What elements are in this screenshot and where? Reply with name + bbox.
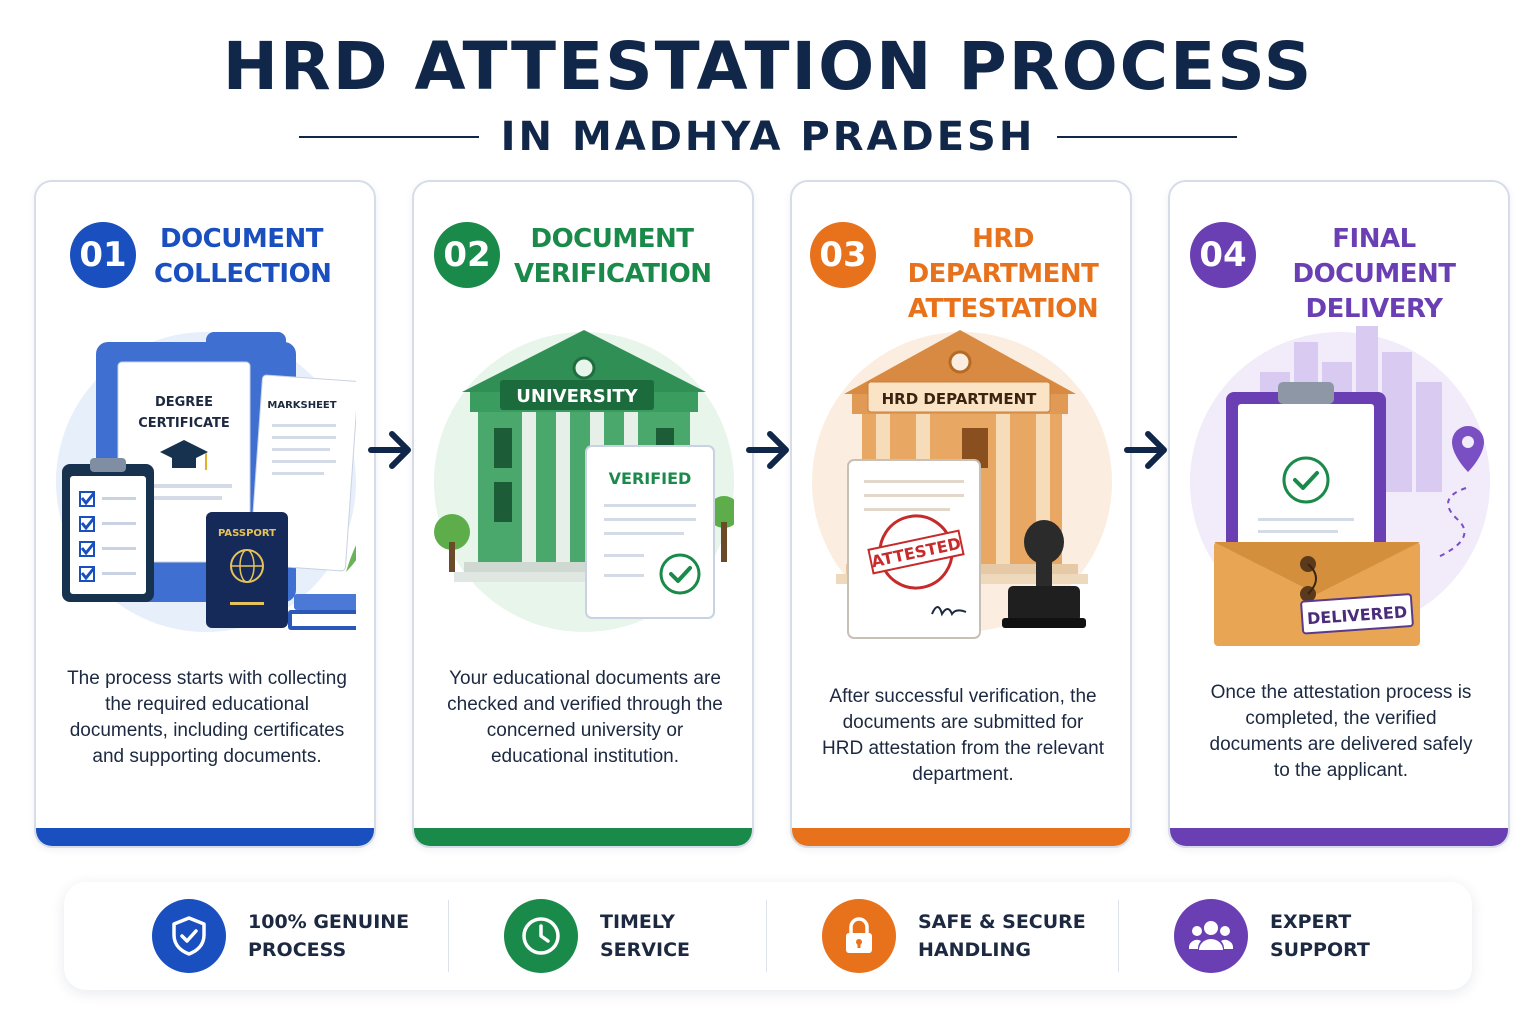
clipboard-checklist	[62, 458, 154, 602]
step-number-badge: 03	[810, 222, 876, 288]
rubber-stamp-icon	[1002, 520, 1086, 628]
attested-stamp: ATTESTED	[867, 514, 965, 590]
step-description: After successful verification, the docum…	[822, 686, 1104, 785]
feature-timely-service: TIMELY SERVICE	[504, 898, 690, 974]
feature-divider	[1118, 900, 1119, 972]
graduation-cap-icon	[160, 440, 208, 470]
step-number-badge: 04	[1190, 222, 1256, 288]
feature-label: 100% GENUINE PROCESS	[248, 911, 410, 961]
envelope-icon: DELIVERED	[1214, 542, 1420, 646]
hrd-department-illustration: HRD DEPARTMENT ATTESTED	[812, 330, 1112, 639]
step-title: FINAL DOCUMENT DELIVERY	[1264, 222, 1484, 327]
step-title: DOCUMENT VERIFICATION	[514, 222, 712, 292]
check-circle-icon	[659, 553, 701, 595]
card-accent-bar	[1170, 828, 1508, 846]
feature-divider	[448, 900, 449, 972]
step-title: DOCUMENT COLLECTION	[154, 222, 332, 292]
arrow-right-icon	[746, 431, 789, 469]
step-card-hrd-attestation: 03 HRD DEPARTMENT ATTESTATION HRD DEPART…	[790, 180, 1132, 848]
signature-mark	[931, 606, 967, 617]
arrow-right-icon	[1124, 431, 1167, 469]
step-card-document-collection: 01 DOCUMENT COLLECTION DEGREE CERTIFICAT…	[34, 180, 376, 848]
step-number-badge: 01	[70, 222, 136, 288]
check-circle-icon	[1282, 456, 1330, 504]
documents-illustration: DEGREE CERTIFICATE MARKSHEET	[56, 332, 356, 632]
university-label: UNIVERSITY	[516, 386, 638, 407]
arrow-right-icon	[368, 431, 411, 469]
degree-label-line2: CERTIFICATE	[138, 416, 230, 431]
step-title-line2: VERIFICATION	[514, 259, 712, 289]
step-description: Your educational documents are checked a…	[447, 668, 723, 767]
feature-expert-support: EXPERT SUPPORT	[1174, 898, 1370, 974]
degree-label-line1: DEGREE	[155, 395, 213, 410]
books-icon	[288, 594, 356, 630]
users-icon	[1174, 899, 1248, 973]
delivery-illustration: DELIVERED	[1190, 326, 1490, 646]
subtitle-divider-left	[298, 136, 479, 138]
step-title-line2: DELIVERY	[1305, 294, 1443, 324]
step-title-line1: DOCUMENT	[159, 224, 324, 254]
attested-document: ATTESTED	[847, 459, 981, 639]
feature-safe-handling: SAFE & SECURE HANDLING	[822, 898, 1086, 974]
step-title-line1: DOCUMENT	[530, 224, 694, 254]
feature-label: EXPERT SUPPORT	[1270, 911, 1370, 961]
shield-check-icon	[152, 899, 226, 973]
card-accent-bar	[36, 828, 374, 846]
verified-label: VERIFIED	[609, 469, 692, 488]
step-title-line1: FINAL DOCUMENT	[1292, 224, 1456, 289]
subtitle-divider-right	[1057, 136, 1238, 138]
step-card-document-verification: 02 DOCUMENT VERIFICATION UNIVERSITY VERI…	[412, 180, 754, 848]
passport-icon: PASSPORT	[206, 512, 288, 628]
step-description: The process starts with collecting the r…	[67, 668, 347, 767]
location-pin-icon	[1435, 426, 1484, 559]
features-strip: 100% GENUINE PROCESS TIMELY SERVICE SAFE…	[64, 882, 1472, 990]
subtitle-row: IN MADHYA PRADESH	[0, 112, 1536, 162]
marksheet-label: MARKSHEET	[267, 400, 336, 411]
card-accent-bar	[792, 828, 1130, 846]
card-accent-bar	[414, 828, 752, 846]
clock-icon	[504, 899, 578, 973]
feature-label: SAFE & SECURE HANDLING	[918, 911, 1086, 961]
clipboard-verified	[1226, 382, 1386, 562]
verified-document: VERIFIED	[585, 445, 715, 619]
feature-divider	[766, 900, 767, 972]
step-description: Once the attestation process is complete…	[1209, 682, 1473, 781]
step-title-line2: ATTESTATION	[907, 294, 1099, 324]
lock-icon	[822, 899, 896, 973]
step-title-line2: COLLECTION	[154, 259, 332, 289]
feature-label: TIMELY SERVICE	[600, 911, 690, 961]
step-title-line1: HRD DEPARTMENT	[907, 224, 1099, 289]
passport-label: PASSPORT	[218, 528, 276, 539]
step-title: HRD DEPARTMENT ATTESTATION	[884, 222, 1122, 327]
hrd-building-label: HRD DEPARTMENT	[882, 390, 1038, 408]
step-number-badge: 02	[434, 222, 500, 288]
feature-genuine-process: 100% GENUINE PROCESS	[152, 898, 409, 974]
page-subtitle: IN MADHYA PRADESH	[500, 114, 1036, 160]
step-card-final-delivery: 04 FINAL DOCUMENT DELIVERY	[1168, 180, 1510, 848]
university-illustration: UNIVERSITY VERIFIED	[434, 330, 734, 632]
page-title: HRD ATTESTATION PROCESS	[222, 28, 1314, 105]
